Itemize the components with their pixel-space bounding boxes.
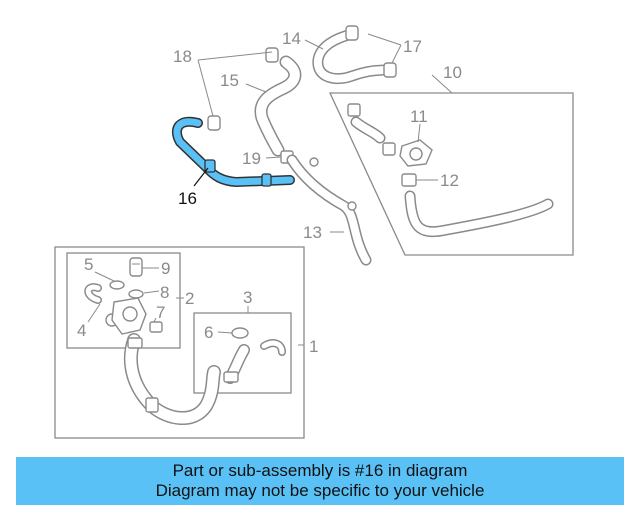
clamp-17b (383, 62, 397, 78)
callout-14: 14 (282, 29, 301, 48)
clamp-10a (347, 103, 361, 117)
leader-16 (193, 167, 209, 187)
callout-1: 1 (309, 337, 318, 356)
callout-11: 11 (410, 107, 428, 126)
oring-6 (231, 327, 249, 339)
clamp-3 (223, 371, 239, 383)
clamp-18a (265, 47, 279, 63)
callout-16: 16 (178, 189, 197, 208)
banner-line-1: Part or sub-assembly is #16 in diagram (172, 461, 468, 480)
callout-7: 7 (156, 303, 165, 322)
callout-2: 2 (185, 289, 194, 308)
leader-lines (87, 33, 438, 346)
callout-15: 15 (220, 71, 239, 90)
callout-12: 12 (440, 171, 459, 190)
hose-15 (254, 55, 302, 157)
hose-14 (312, 28, 394, 85)
group-box-2 (66, 252, 181, 349)
callout-6: 6 (204, 323, 213, 342)
clamp-10b (382, 142, 396, 156)
hose-10a (350, 116, 386, 144)
callout-10: 10 (443, 63, 462, 82)
hose-16-highlighted (171, 116, 295, 187)
hose-10b (404, 190, 554, 238)
callout-17: 17 (403, 37, 422, 56)
group-box-3 (193, 312, 292, 394)
hose-3a (260, 339, 286, 356)
callout-3: 3 (243, 288, 252, 307)
pipe-13 (286, 154, 372, 266)
clamp-17a (345, 25, 359, 41)
parts-diagram: 1 2 3 4 5 6 7 8 9 10 11 12 13 14 15 16 1… (54, 25, 574, 439)
banner-line-2: Diagram may not be specific to your vehi… (155, 481, 485, 500)
thermostat-housing-2 (111, 297, 147, 335)
group-box-10 (328, 92, 574, 256)
group-box-1 (54, 246, 305, 439)
callout-18: 18 (173, 47, 192, 66)
callout-5: 5 (84, 255, 93, 274)
valve-9 (129, 257, 143, 277)
info-banner: Part or sub-assembly is #16 in diagram D… (16, 457, 624, 505)
hose-1 (123, 333, 221, 426)
callout-8: 8 (160, 283, 169, 302)
clamp-7 (149, 321, 163, 333)
callout-9: 9 (161, 259, 170, 278)
callout-4: 4 (77, 321, 86, 340)
hose-4 (84, 283, 102, 304)
callout-19: 19 (242, 149, 261, 168)
oring-8 (128, 289, 144, 299)
clamp-18b (207, 115, 221, 131)
oring-5 (109, 280, 125, 290)
callout-13: 13 (303, 223, 322, 242)
housing-11 (399, 139, 433, 167)
clamp-12 (401, 173, 417, 187)
